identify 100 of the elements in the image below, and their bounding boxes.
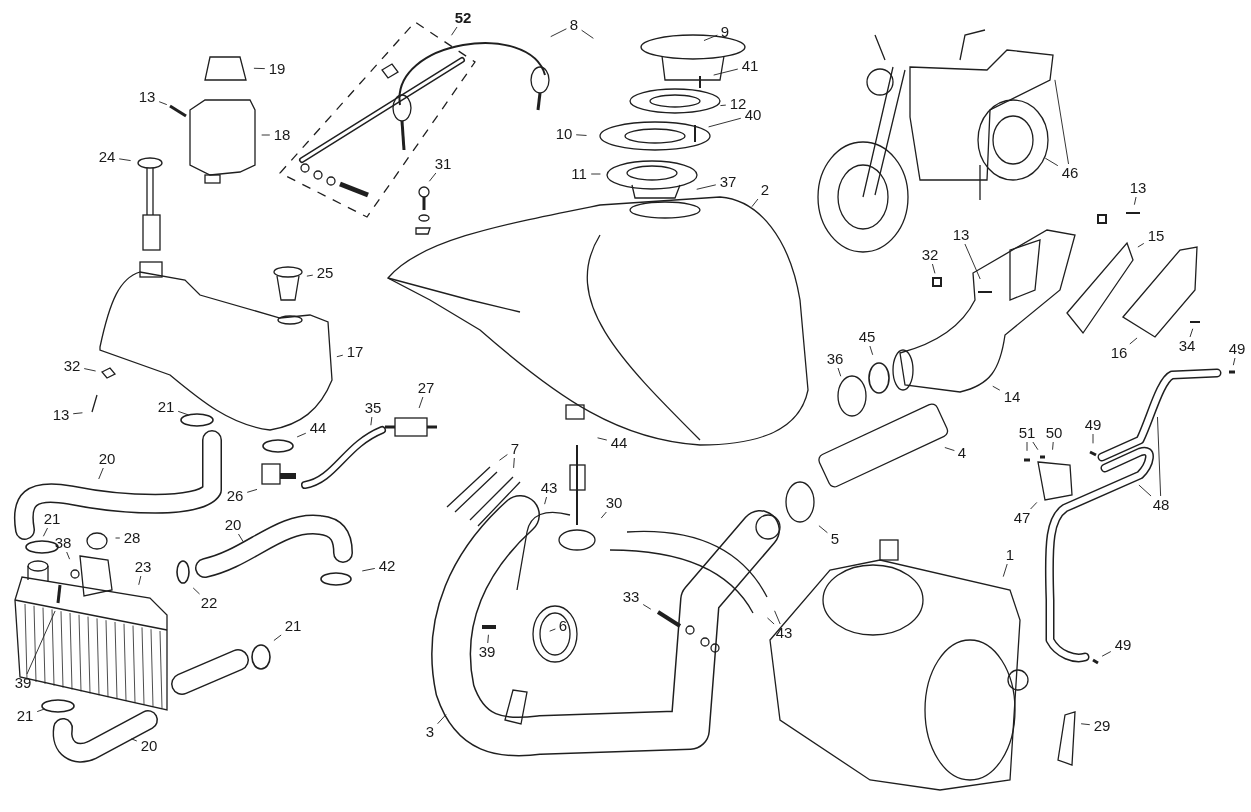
leader-line [26,610,56,675]
leader-line [118,158,132,162]
leader-line [418,396,424,409]
leader-line [719,104,727,107]
callout-number: 43 [771,624,797,642]
callout-number: 13 [948,226,974,244]
callout-number: 48 [1148,496,1174,514]
callout-number: 19 [264,60,290,78]
leader-line [451,26,458,36]
leader-line [642,604,652,610]
leader-line [1101,651,1112,657]
leader-line [513,457,515,469]
leader-line [177,410,189,416]
callout-number: 29 [1089,717,1115,735]
callout-number: 20 [220,516,246,534]
leader-line [306,274,314,277]
callout-number: 21 [280,617,306,635]
callout-number: 49 [1224,340,1250,358]
callout-number: 13 [134,88,160,106]
callout-number: 50 [1041,424,1067,442]
leader-line [253,67,266,70]
callout-number: 17 [342,343,368,361]
leader-line [246,488,258,493]
callout-number: 22 [196,594,222,612]
callout-number: 44 [305,419,331,437]
leader-line [869,345,874,356]
leader-line [696,184,717,190]
callout-number: 21 [12,707,38,725]
leader-line [1137,243,1145,248]
leader-line [66,551,71,560]
leader-line [296,432,307,438]
callout-number: 34 [1174,337,1200,355]
callout-number: 10 [551,125,577,143]
leader-line [370,416,373,426]
callout-number: 39 [474,643,500,661]
callout-number: 45 [854,328,880,346]
leader-line [550,28,567,38]
leader-line [1080,723,1091,726]
leader-line [992,385,1001,391]
leader-line [130,738,138,742]
leader-line [1002,563,1008,578]
leader-line [83,368,97,372]
leader-line [1032,441,1039,451]
callout-number: 14 [999,388,1025,406]
callout-number: 20 [94,450,120,468]
leader-line [42,527,48,537]
callout-number: 47 [1009,509,1035,527]
callout-number: 39 [10,674,36,692]
callout-number: 11 [566,165,592,183]
callout-number: 2 [757,181,773,199]
callout-number: 32 [917,246,943,264]
leader-line [1044,157,1059,167]
leader-line [581,29,594,39]
leader-line [703,34,718,41]
callout-number: 43 [536,479,562,497]
callout-number: 36 [822,350,848,368]
leader-line [751,198,759,208]
leader-line [192,587,200,595]
leader-line [361,568,376,572]
leader-line [115,537,121,539]
leader-line [1030,501,1038,510]
leader-line [499,454,508,461]
callout-number: 18 [269,126,295,144]
leader-line [944,447,955,451]
leader-line [597,437,608,441]
callout-number: 20 [136,737,162,755]
leader-line [1026,441,1028,452]
callout-number: 3 [422,723,438,741]
leader-line [837,367,842,377]
callout-number: 33 [618,588,644,606]
leader-line [575,134,587,136]
callout-number: 13 [48,406,74,424]
leader-line [544,496,547,505]
leader-line [36,708,45,713]
callout-number: 21 [39,510,65,528]
callout-number: 31 [430,155,456,173]
leader-line [964,243,981,280]
callout-number: 52 [450,9,476,27]
leader-line [261,134,271,136]
callout-number: 51 [1014,424,1040,442]
callout-number: 49 [1110,636,1136,654]
leader-line [437,714,447,725]
callout-number: 9 [717,23,733,41]
callout-number: 30 [601,494,627,512]
leader-line [590,173,601,175]
callout-number: 23 [130,558,156,576]
leader-line [931,263,936,274]
leader-line [713,68,739,76]
leader-line [767,617,775,625]
callout-number: 37 [715,173,741,191]
leader-line [273,634,282,641]
leader-line [1232,357,1236,366]
callout-number: 5 [827,530,843,548]
leader-line [600,511,607,519]
leader-line [708,117,742,128]
callout-number: 24 [94,148,120,166]
leader-line [1129,337,1138,345]
callout-number: 41 [737,57,763,75]
leader-line [428,172,437,182]
callout-number: 26 [222,487,248,505]
